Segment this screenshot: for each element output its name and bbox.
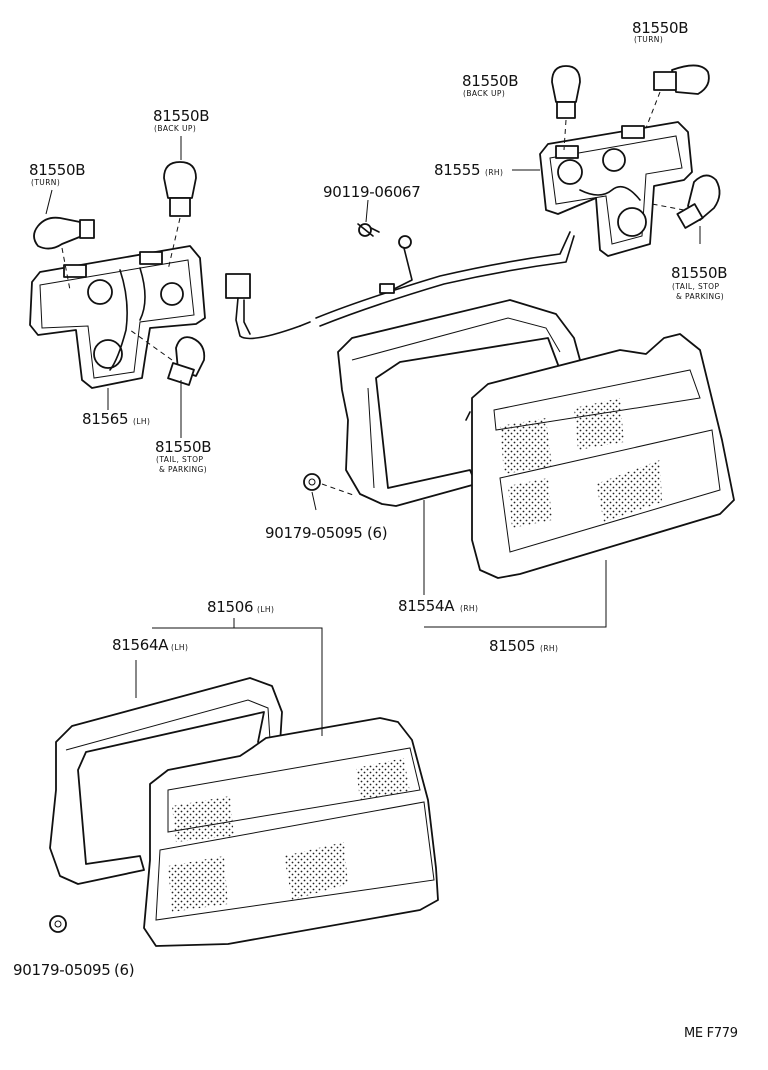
bulb-turn-rh-icon (645, 64, 710, 129)
label-bulb-turn-rh: 81550B (632, 19, 688, 37)
nut-lh-icon (49, 915, 67, 933)
note1-bulb-tail-rh: (TAIL, STOP (672, 282, 719, 291)
label-bulb-turn-lh: 81550B (29, 161, 85, 179)
label-nut-lh: 90179-05095 (13, 961, 111, 979)
qty-nut-lh: (6) (114, 961, 134, 979)
note2-bulb-tail-rh: & PARKING) (676, 292, 724, 301)
part-labels: 81550B (TURN) 81550B (BACK UP) 81550B (B… (13, 19, 738, 1041)
label-socket-rh: 81555 (434, 161, 480, 179)
label-nut-rh: 90179-05095 (265, 524, 363, 542)
label-screw: 90119-06067 (323, 183, 421, 201)
suffix-lamp-lh: (LH) (257, 605, 274, 614)
leader-lines (45, 136, 701, 736)
suffix-lamp-rh: (RH) (540, 644, 558, 653)
note-bulb-backup-lh: (BACK UP) (154, 124, 196, 133)
suffix-gasket-rh: (RH) (460, 604, 478, 613)
figure-code: ME F779 (684, 1026, 738, 1041)
label-gasket-rh: 81554A (398, 597, 455, 615)
note2-bulb-tail-lh: & PARKING) (159, 465, 207, 474)
suffix-socket-lh: (LH) (133, 417, 150, 426)
label-lamp-lh: 81506 (207, 598, 253, 616)
gasket-rh (337, 299, 581, 507)
label-bulb-backup-rh: 81550B (462, 72, 518, 90)
label-gasket-lh: 81564A (112, 636, 169, 654)
socket-lh-assembly (29, 245, 206, 389)
bulb-backup-lh-icon (163, 161, 197, 271)
lamp-lh (143, 717, 439, 947)
note-bulb-backup-rh: (BACK UP) (463, 89, 505, 98)
note-bulb-turn-rh: (TURN) (634, 35, 663, 44)
note1-bulb-tail-lh: (TAIL, STOP (156, 455, 203, 464)
qty-nut-rh: (6) (367, 524, 387, 542)
bulb-tail-lh-icon (129, 329, 206, 386)
nut-rh-icon (303, 473, 357, 497)
suffix-gasket-lh: (LH) (171, 643, 188, 652)
bulb-backup-rh-icon (551, 65, 581, 151)
bulb-turn-lh-icon (33, 216, 95, 291)
label-lamp-rh: 81505 (489, 637, 535, 655)
label-bulb-tail-lh: 81550B (155, 438, 211, 456)
bulb-tail-rh-icon (651, 174, 721, 229)
socket-rh-assembly (539, 121, 693, 257)
note-bulb-turn-lh: (TURN) (31, 178, 60, 187)
lamp-rh (465, 333, 735, 579)
label-socket-lh: 81565 (82, 410, 128, 428)
wire-harness (225, 231, 575, 340)
label-bulb-tail-rh: 81550B (671, 264, 727, 282)
suffix-socket-rh: (RH) (485, 168, 503, 177)
gasket-lh (49, 677, 283, 885)
screw-icon (357, 223, 380, 237)
label-bulb-backup-lh: 81550B (153, 107, 209, 125)
